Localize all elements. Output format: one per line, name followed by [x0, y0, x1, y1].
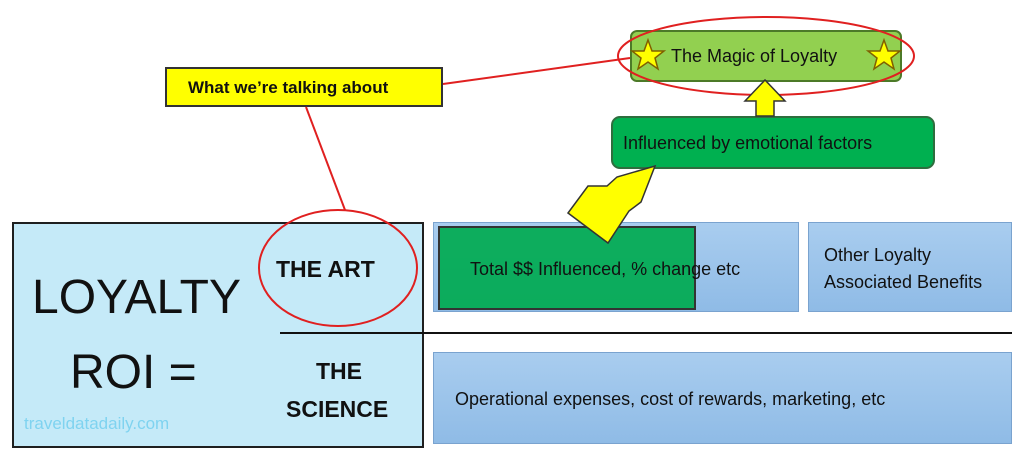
magic-of-loyalty-text: The Magic of Loyalty — [671, 46, 838, 66]
other-benefits-box — [808, 222, 1012, 312]
the-science-label-line2: SCIENCE — [286, 396, 389, 422]
connector-line-art — [305, 106, 346, 211]
the-science-label-line1: THE — [316, 358, 362, 384]
talking-about-text: What we’re talking about — [188, 78, 389, 97]
watermark: traveldatadaily.com — [24, 414, 170, 433]
roi-label: ROI = — [70, 346, 197, 399]
connector-line-magic — [442, 57, 631, 85]
influenced-total-text: Total $$ Influenced, % change etc — [470, 259, 741, 279]
magic-of-loyalty-box — [630, 30, 902, 82]
art-circle — [258, 209, 418, 327]
talking-about-box — [165, 67, 443, 107]
the-art-label: THE ART — [276, 256, 375, 282]
operational-expenses-text: Operational expenses, cost of rewards, m… — [455, 389, 886, 409]
arrow-up-right-icon — [566, 164, 657, 245]
emotional-factors-box — [611, 116, 935, 169]
other-benefits-text-line1: Other Loyalty — [824, 245, 932, 265]
star-icon — [629, 37, 667, 71]
emotional-factors-text: Influenced by emotional factors — [623, 133, 873, 153]
loyalty-roi-box — [12, 222, 424, 448]
arrow-up-icon — [743, 78, 787, 117]
green-highlight-overlay — [438, 226, 696, 310]
other-benefits-text-line2: Associated Benefits — [824, 272, 983, 292]
operational-expenses-box — [433, 352, 1012, 444]
star-icon — [865, 37, 903, 71]
loyalty-label: LOYALTY — [32, 271, 241, 324]
